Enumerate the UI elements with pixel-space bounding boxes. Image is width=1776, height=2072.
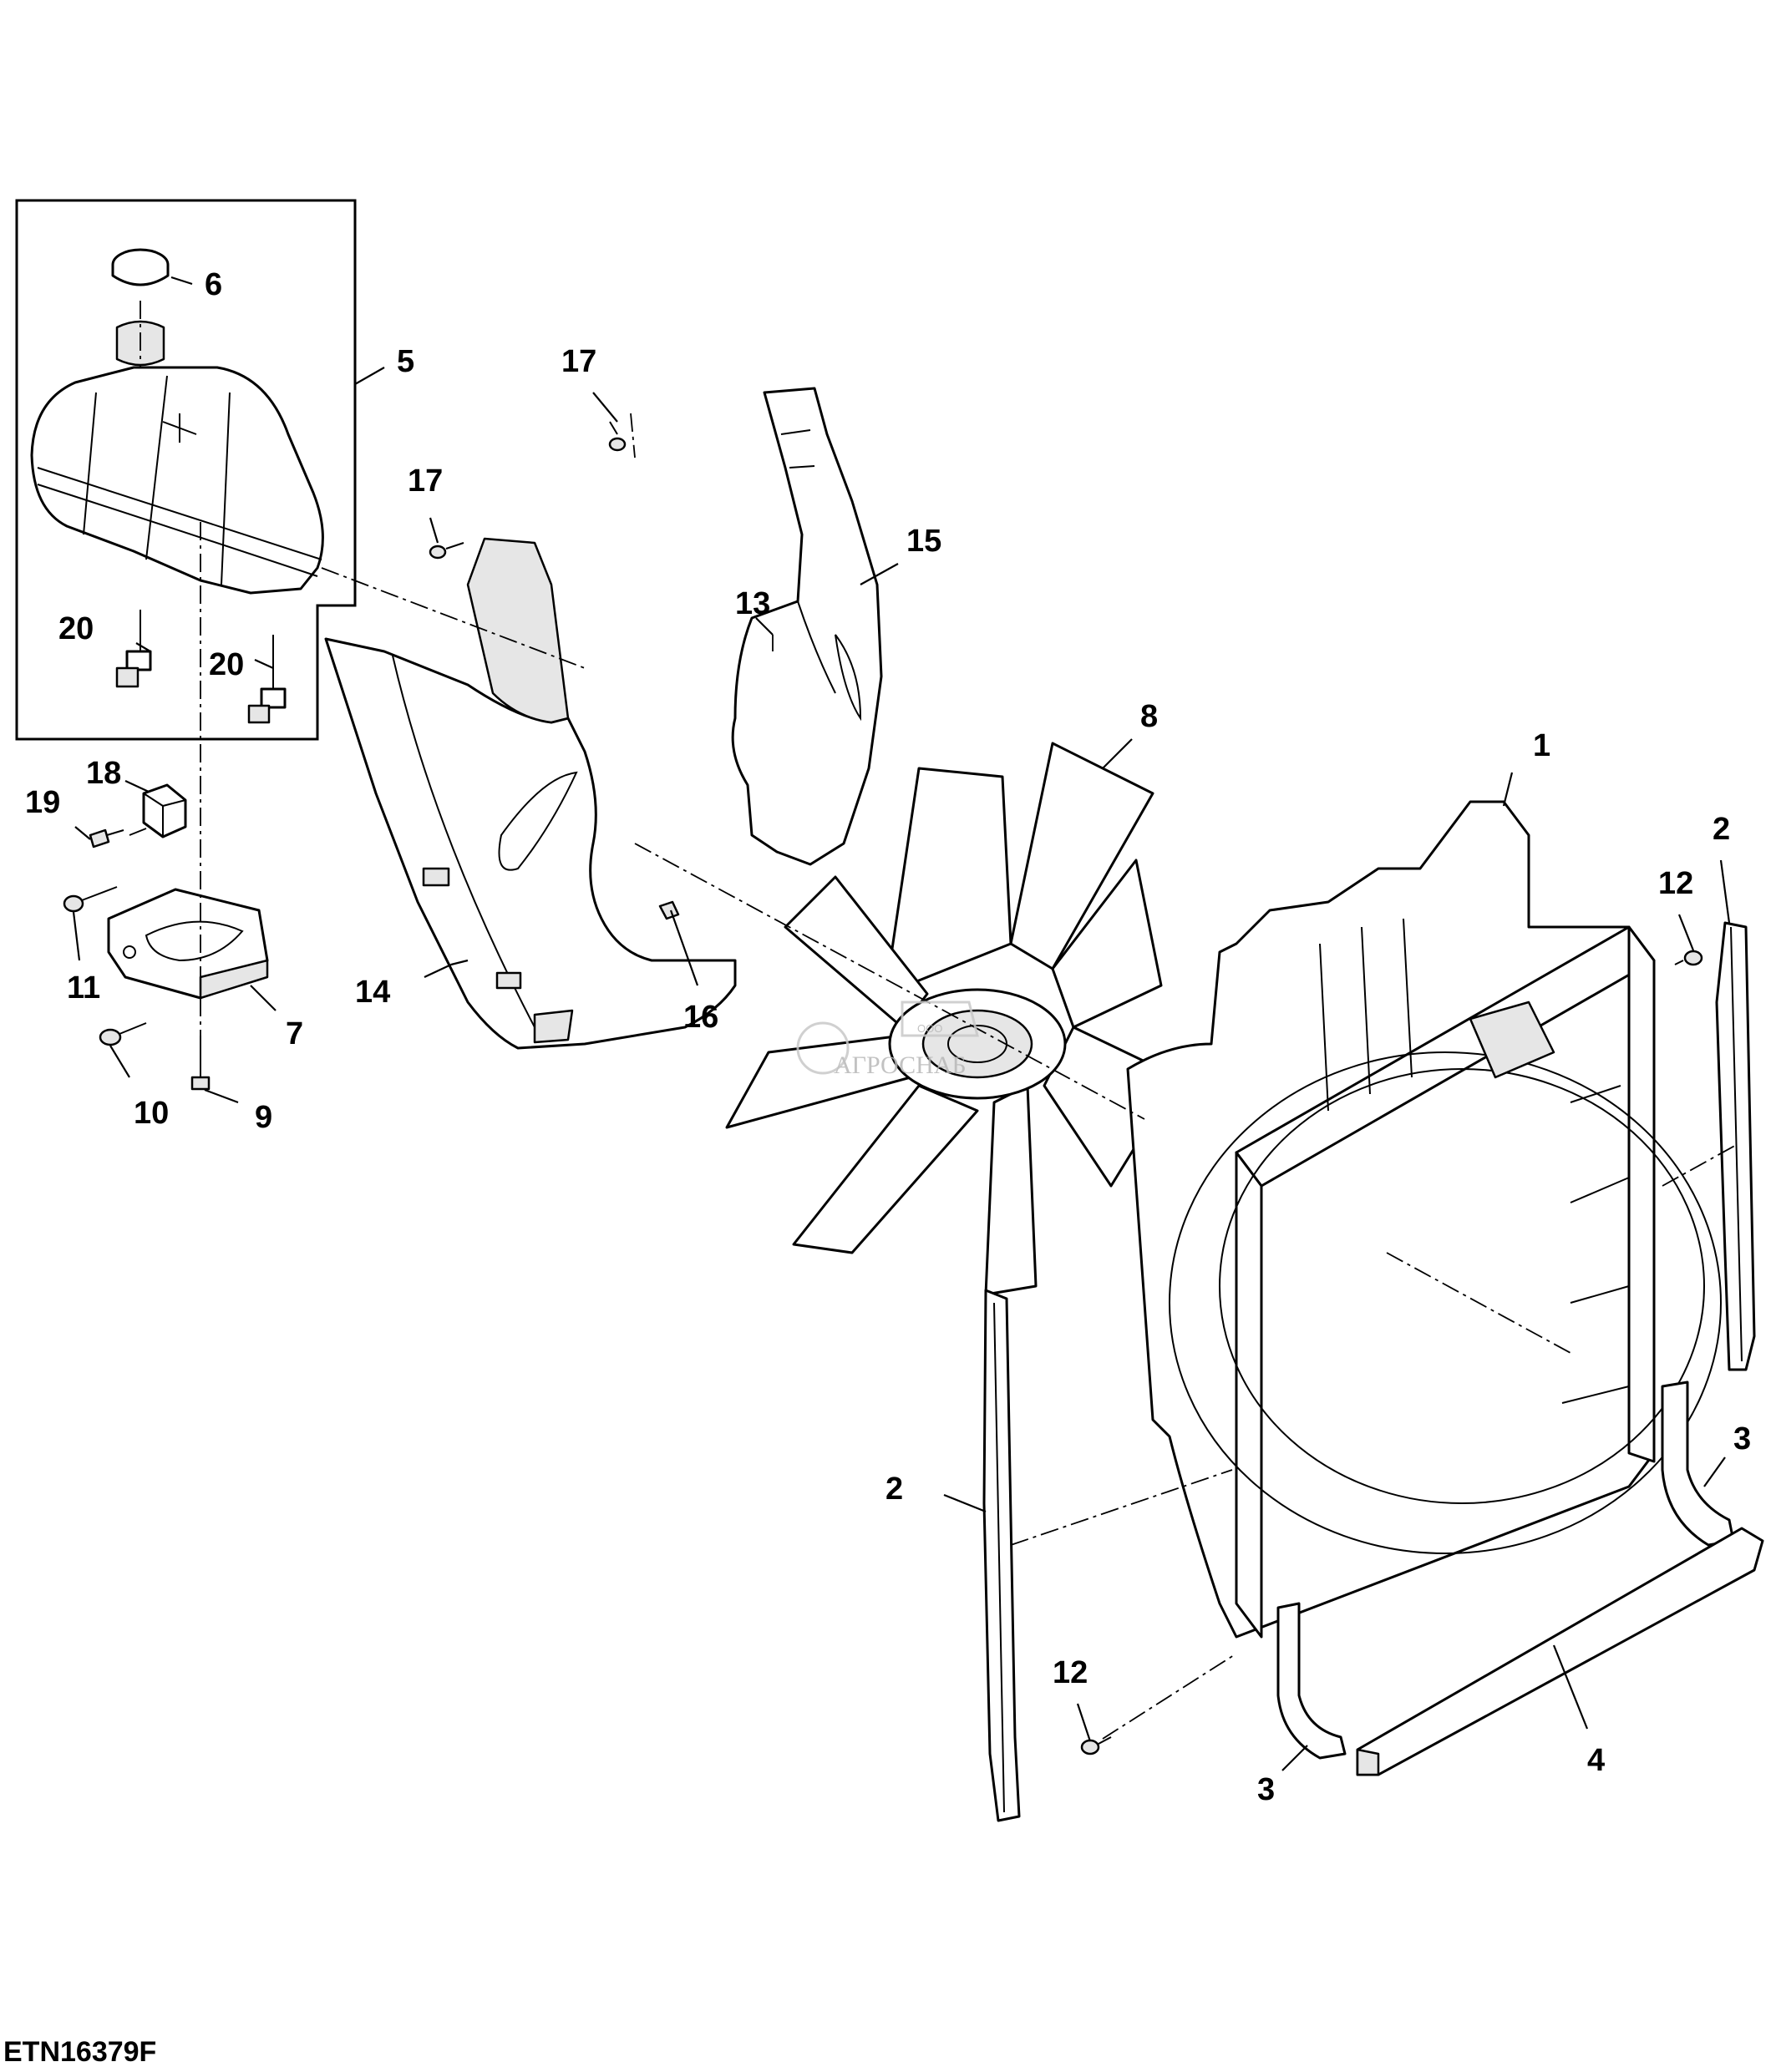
watermark-main-text: АГРОСНАБ (834, 1051, 967, 1079)
tank-inset-frame (15, 199, 357, 741)
part-12-bolt-left (1080, 1736, 1112, 1755)
callout-3-left: 3 (1257, 1772, 1275, 1807)
callout-18: 18 (86, 756, 121, 791)
part-18-isolator (142, 783, 187, 838)
callout-11: 11 (67, 970, 100, 1006)
callout-4: 4 (1587, 1743, 1605, 1778)
part-19-bolt (89, 828, 124, 849)
callout-19: 19 (25, 785, 60, 820)
part-16-clip (658, 900, 680, 920)
part-4-bottom-seal (1356, 1527, 1764, 1776)
part-9-bolt (190, 1036, 211, 1091)
callout-7: 7 (286, 1016, 303, 1051)
callout-3-right: 3 (1733, 1421, 1751, 1456)
part-17-bolt-upper (608, 421, 627, 452)
callout-1: 1 (1533, 728, 1550, 763)
callout-20-right: 20 (209, 647, 244, 682)
part-14-upper-fan-guard (324, 537, 737, 1050)
part-17-bolt-lower (429, 542, 464, 560)
callout-2-left: 2 (885, 1472, 903, 1507)
part-3-corner-seal-right (1661, 1380, 1735, 1547)
callout-14: 14 (355, 975, 390, 1010)
figure-id: ETN16379F (3, 2036, 156, 2068)
callout-5: 5 (397, 344, 414, 379)
part-20-clip-right (247, 635, 287, 724)
callout-17-upper: 17 (561, 344, 596, 379)
part-3-corner-seal-left (1276, 1602, 1347, 1760)
callout-6: 6 (205, 267, 222, 302)
part-12-bolt-right (1674, 950, 1703, 966)
callout-20-left: 20 (58, 611, 94, 646)
callout-17-lower: 17 (408, 464, 443, 499)
callout-13: 13 (735, 586, 770, 621)
part-1-fan-shroud-frame (1126, 800, 1722, 1639)
watermark-gear-icon (796, 1021, 850, 1075)
callout-15: 15 (906, 524, 941, 559)
part-15-side-fan-guard (731, 387, 883, 866)
callout-12-left: 12 (1053, 1655, 1088, 1690)
part-2-seal-right (1715, 921, 1756, 1371)
watermark: ООО АГРОСНАБ (796, 1001, 979, 1079)
part-5-expansion-tank (30, 320, 324, 595)
leader-lines (72, 276, 1731, 1771)
callout-16: 16 (683, 1000, 718, 1035)
callout-labels: 1 2 2 3 3 4 5 6 7 8 9 10 11 12 12 13 14 … (25, 267, 1751, 1807)
callout-8: 8 (1140, 699, 1158, 734)
part-20-clip-left (115, 610, 152, 688)
part-6-filler-cap (111, 248, 170, 286)
part-2-seal-left (982, 1289, 1021, 1822)
callout-9: 9 (255, 1100, 272, 1135)
part-10-bolt (99, 1022, 147, 1046)
watermark-top-text: ООО (917, 1022, 942, 1035)
part-7-mounting-bracket (107, 888, 269, 1000)
part-11-bolt (63, 886, 118, 913)
center-lines (129, 301, 1738, 1740)
callout-2-right: 2 (1713, 812, 1730, 847)
callout-12-right: 12 (1658, 866, 1693, 901)
callout-10: 10 (134, 1096, 169, 1131)
watermark-tractor-icon (901, 1001, 979, 1037)
